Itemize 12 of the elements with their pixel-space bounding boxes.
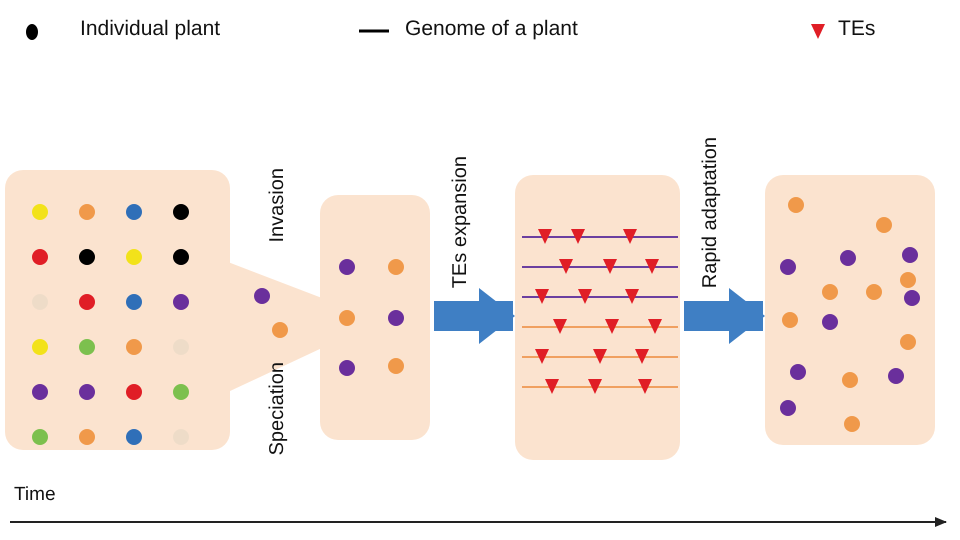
stage-label: Invasion: [266, 168, 289, 242]
legend-label: Genome of a plant: [405, 17, 578, 41]
stage-label: Speciation: [266, 362, 289, 456]
edge-label: Rapid adaptation: [698, 136, 722, 288]
axis-label: Time: [14, 484, 56, 506]
legend-label: Individual plant: [80, 17, 220, 41]
edge-label: TEs expansion: [448, 156, 472, 288]
block-arrow: [434, 288, 515, 344]
population-panel: [765, 175, 935, 445]
block-arrow: [684, 288, 765, 344]
legend-label: TEs: [838, 17, 876, 41]
population-panel: [515, 175, 680, 460]
